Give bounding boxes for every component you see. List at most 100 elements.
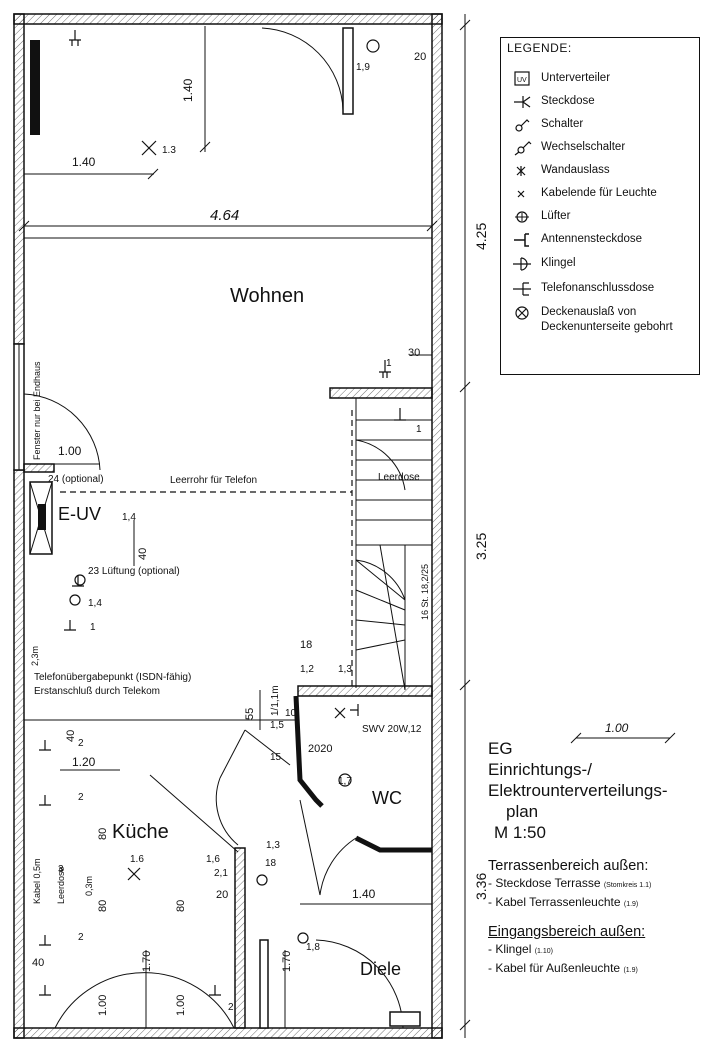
eingang-item-1: - Klingel (1.10) bbox=[488, 942, 553, 956]
annot-optional: 24 (optional) bbox=[48, 474, 104, 485]
info-title-2: Einrichtungs-/ bbox=[488, 760, 592, 779]
terrasse-item-1: - Steckdose Terrasse (Stomkreis 1.1) bbox=[488, 876, 652, 890]
annot-leerdose-k: Leerdose bbox=[56, 866, 66, 904]
dim-100-b: 1.00 bbox=[175, 995, 187, 1016]
info-title-3: Elektrounterverteilungs- bbox=[488, 781, 668, 800]
annot-leerdose: Leerdose bbox=[378, 472, 420, 483]
schalter-icon bbox=[515, 119, 530, 132]
annot-13b: 1,3 bbox=[338, 664, 352, 675]
legend-title: LEGENDE: bbox=[507, 41, 572, 55]
annot-leerrohr: Leerrohr für Telefon bbox=[170, 475, 257, 486]
annot-2d: 2 bbox=[228, 1002, 234, 1013]
dim-170-a: 1.70 bbox=[141, 951, 153, 972]
legend-row-antennensteckdose: Antennensteckdose bbox=[501, 229, 701, 251]
annot-21: 2,1 bbox=[214, 868, 228, 879]
luefter-icon bbox=[515, 211, 529, 223]
wechselschalter-icon bbox=[514, 141, 532, 156]
dim-30: 30 bbox=[408, 347, 420, 359]
annot-3: 3 bbox=[58, 864, 64, 875]
wall-left-lower bbox=[13, 469, 25, 1039]
annot-l14: 1,4 bbox=[88, 598, 102, 609]
annot-lueftung: 23 Lüftung (optional) bbox=[88, 566, 180, 577]
dim-170-b: 1.70 bbox=[281, 951, 293, 972]
dim-100-a: 1.00 bbox=[97, 995, 109, 1016]
annot-17: 1,7 bbox=[338, 776, 352, 787]
info-title-1: EG bbox=[488, 739, 513, 758]
wandauslass-icon bbox=[516, 166, 526, 176]
legend: LEGENDE: UV Unterverteiler Steckdose Sch… bbox=[500, 37, 700, 375]
annot-fenster: Fenster nur bei Endhaus bbox=[32, 361, 42, 460]
socket-symbols bbox=[39, 30, 406, 996]
legend-row-telefon: Telefonanschlussdose bbox=[501, 278, 701, 300]
dim-20-top: 20 bbox=[414, 51, 426, 63]
dim-width-total: 4.64 bbox=[210, 207, 239, 224]
dim-20-door: 20 bbox=[216, 889, 228, 901]
annot-2c: 2 bbox=[78, 932, 84, 943]
room-wc: WC bbox=[372, 788, 402, 808]
annot-stair: 16 St. 18,2/25 bbox=[420, 564, 430, 620]
annot-03m: 0,3m bbox=[84, 876, 94, 896]
dim-2020: 2020 bbox=[308, 743, 332, 755]
antennensteckdose-icon bbox=[514, 233, 529, 247]
annot-10: 10 bbox=[285, 708, 297, 719]
annot-2b: 2 bbox=[78, 792, 84, 803]
annot-23m: 2,3m bbox=[30, 646, 40, 666]
eingang-item-2: - Kabel für Außenleuchte (1.9) bbox=[488, 961, 638, 975]
info-title-5: M 1:50 bbox=[494, 823, 546, 842]
annot-13c: 1,3 bbox=[266, 840, 280, 851]
legend-row-klingel: Klingel bbox=[501, 253, 701, 275]
dim-120: 1.20 bbox=[72, 755, 96, 769]
annot-15b: 15 bbox=[270, 752, 282, 763]
legend-row-deckenauslass: Deckenauslaß von Deckenunterseite gebohr… bbox=[501, 302, 701, 372]
stair-wall-top bbox=[329, 387, 433, 399]
dim-11m: 1/1,1m bbox=[270, 685, 281, 716]
klingel-icon bbox=[513, 257, 531, 271]
plan-info: EG Einrichtungs-/ Elektrounterverteilung… bbox=[488, 738, 716, 979]
dim-40-uv: 40 bbox=[137, 548, 149, 560]
steckdose-icon bbox=[514, 96, 531, 108]
annot-16: 1.6 bbox=[130, 854, 144, 865]
cable-cross-symbols bbox=[127, 707, 346, 881]
annot-13: 1.3 bbox=[162, 145, 176, 156]
annot-swv: SWV 20W,12 bbox=[362, 724, 422, 735]
staircase bbox=[355, 419, 432, 691]
legend-row-wandauslass: Wandauslass bbox=[501, 160, 701, 182]
heater bbox=[30, 40, 40, 135]
dim-80-b: 80 bbox=[97, 900, 109, 912]
eingang-title: Eingangsbereich außen: bbox=[488, 924, 646, 940]
annot-1a: 1 bbox=[386, 358, 392, 369]
annot-telefon2: Erstanschluß durch Telekom bbox=[34, 686, 160, 697]
annot-19: 1,9 bbox=[356, 62, 370, 73]
dim-55: 55 bbox=[244, 708, 256, 720]
dim-18: 18 bbox=[300, 639, 312, 651]
deckenauslass-icon bbox=[515, 306, 529, 320]
dim-140-horizontal: 1.40 bbox=[72, 155, 96, 169]
door-arc-terrace bbox=[261, 27, 344, 111]
kabelende-icon bbox=[517, 190, 525, 198]
unterverteiler-icon: UV bbox=[514, 71, 530, 86]
legend-row-luefter: Lüfter bbox=[501, 206, 701, 228]
terrasse-item-2: - Kabel Terrassenleuchte (1.9) bbox=[488, 895, 639, 909]
dim-100: 1.00 bbox=[58, 444, 82, 458]
dim-140-diele: 1.40 bbox=[352, 887, 376, 901]
terrasse-title: Terrassenbereich außen: bbox=[488, 858, 649, 874]
scale-bar-label: 1.00 bbox=[605, 721, 629, 735]
kabelende-icon bbox=[141, 140, 157, 156]
annot-2a: 2 bbox=[78, 738, 84, 749]
dim-425: 4.25 bbox=[473, 223, 489, 250]
annot-euv: E-UV bbox=[58, 504, 101, 524]
dim-80-c: 80 bbox=[175, 900, 187, 912]
wall-left-upper bbox=[13, 13, 25, 345]
wall-right bbox=[431, 13, 443, 1039]
annot-kabel: Kabel 0,5m bbox=[32, 858, 42, 904]
annot-euv-14: 1,4 bbox=[122, 512, 136, 523]
room-diele: Diele bbox=[360, 959, 401, 979]
svg-text:UV: UV bbox=[517, 77, 527, 84]
annot-l1: 1 bbox=[90, 622, 96, 633]
annot-15a: 1,5 bbox=[270, 720, 284, 731]
annot-telefon1: Telefonübergabepunkt (ISDN-fähig) bbox=[34, 672, 191, 683]
dim-140-vertical: 1.40 bbox=[181, 78, 195, 102]
annot-1b: 1 bbox=[416, 424, 422, 435]
wall-bottom bbox=[13, 1027, 443, 1039]
